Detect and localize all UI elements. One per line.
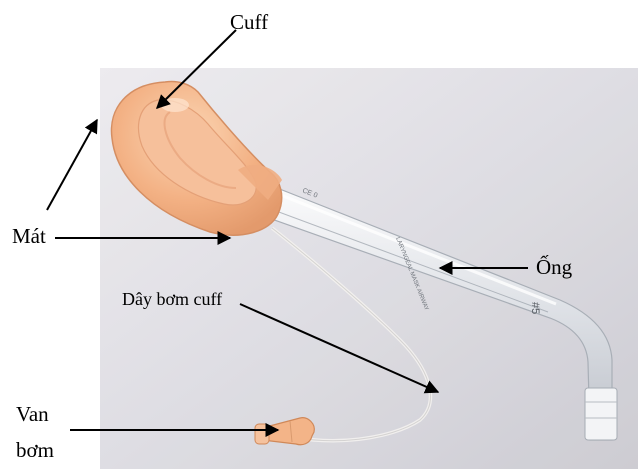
- label-cuff: Cuff: [230, 12, 268, 33]
- label-van: Van: [16, 404, 49, 425]
- label-ong: Ống: [536, 257, 572, 278]
- label-bom: bơm: [16, 440, 54, 461]
- tube-print-size: #5: [529, 302, 541, 314]
- label-mat: Mát: [12, 226, 46, 247]
- label-day-bom-cuff: Dây bơm cuff: [122, 290, 222, 308]
- mat-arrow-up: [47, 120, 97, 210]
